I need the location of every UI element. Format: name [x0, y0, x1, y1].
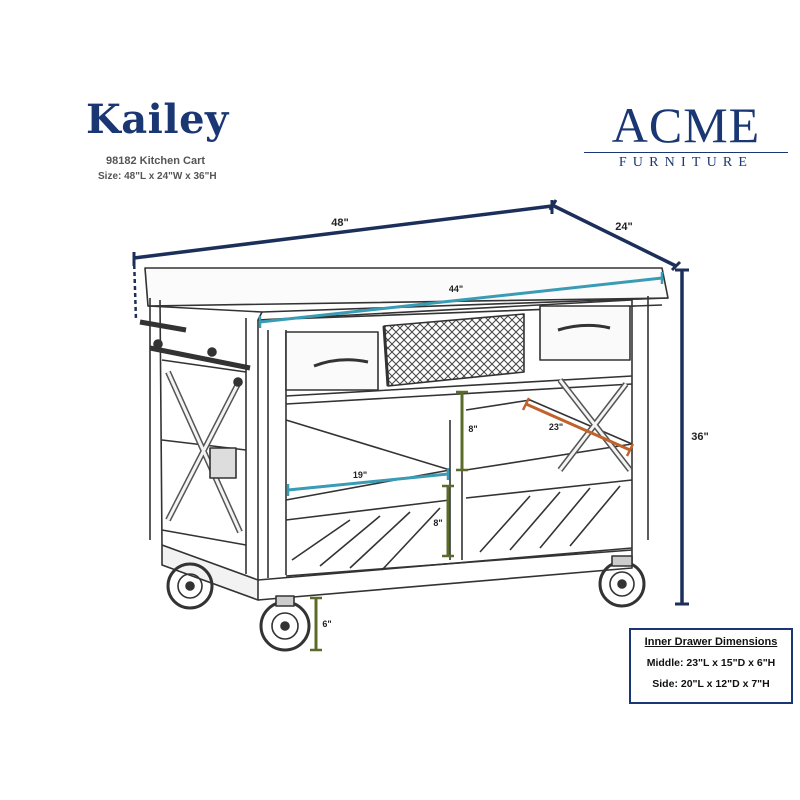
dimension-length: 48" [132, 200, 554, 266]
bottom-shelf [285, 479, 633, 577]
dimension-lower-clearance: 8" [433, 484, 454, 558]
dim-lower-clearance-label: 8" [433, 518, 442, 528]
product-name: Kailey [86, 96, 229, 143]
inner-drawer-heading: Inner Drawer Dimensions [644, 636, 778, 648]
dim-shelf-depth-label: 23" [549, 422, 563, 432]
product-size-line: Size: 48"L x 24"W x 36"H [98, 171, 217, 182]
dimension-wheel-height: 6" [310, 596, 332, 652]
inner-drawer-middle: Middle: 23"L x 15"D x 6"H [646, 657, 776, 669]
left-end-frame [149, 298, 259, 580]
front-right-wheel [259, 600, 311, 652]
dimension-shelf-depth: 23" [521, 397, 635, 457]
brand-tagline: FURNITURE [584, 152, 788, 170]
dim-width-label: 24" [615, 221, 632, 233]
dim-shelf-width-label: 19" [353, 470, 367, 480]
dim-length-label: 48" [331, 217, 348, 229]
dimension-shelf-width: 19" [286, 468, 450, 496]
dimension-height: 36" [675, 268, 709, 606]
product-model-line: 98182 Kitchen Cart [106, 155, 206, 167]
inner-drawer-box: Inner Drawer Dimensions Middle: 23"L x 1… [629, 628, 793, 704]
center-basket [383, 313, 525, 387]
brand-name: ACME [611, 97, 761, 153]
cart-illustration [139, 267, 669, 652]
towel-rail [139, 319, 251, 371]
front-left-wheel [166, 562, 214, 610]
dim-top-inner-label: 44" [449, 284, 463, 294]
dim-upper-clearance-label: 8" [468, 424, 477, 434]
dimension-upper-clearance: 8" [456, 390, 478, 472]
inner-drawer-side: Side: 20"L x 12"D x 7"H [652, 678, 770, 690]
dimension-top-inner: 44" [258, 272, 664, 328]
upper-shelf [285, 375, 633, 405]
right-drawer [539, 305, 631, 361]
brand-logo: ACME FURNITURE [584, 100, 788, 170]
dim-height-label: 36" [691, 431, 708, 443]
dim-wheel-height-label: 6" [322, 619, 331, 629]
dimension-left-depth [132, 257, 138, 321]
dimension-width: 24" [548, 199, 682, 272]
